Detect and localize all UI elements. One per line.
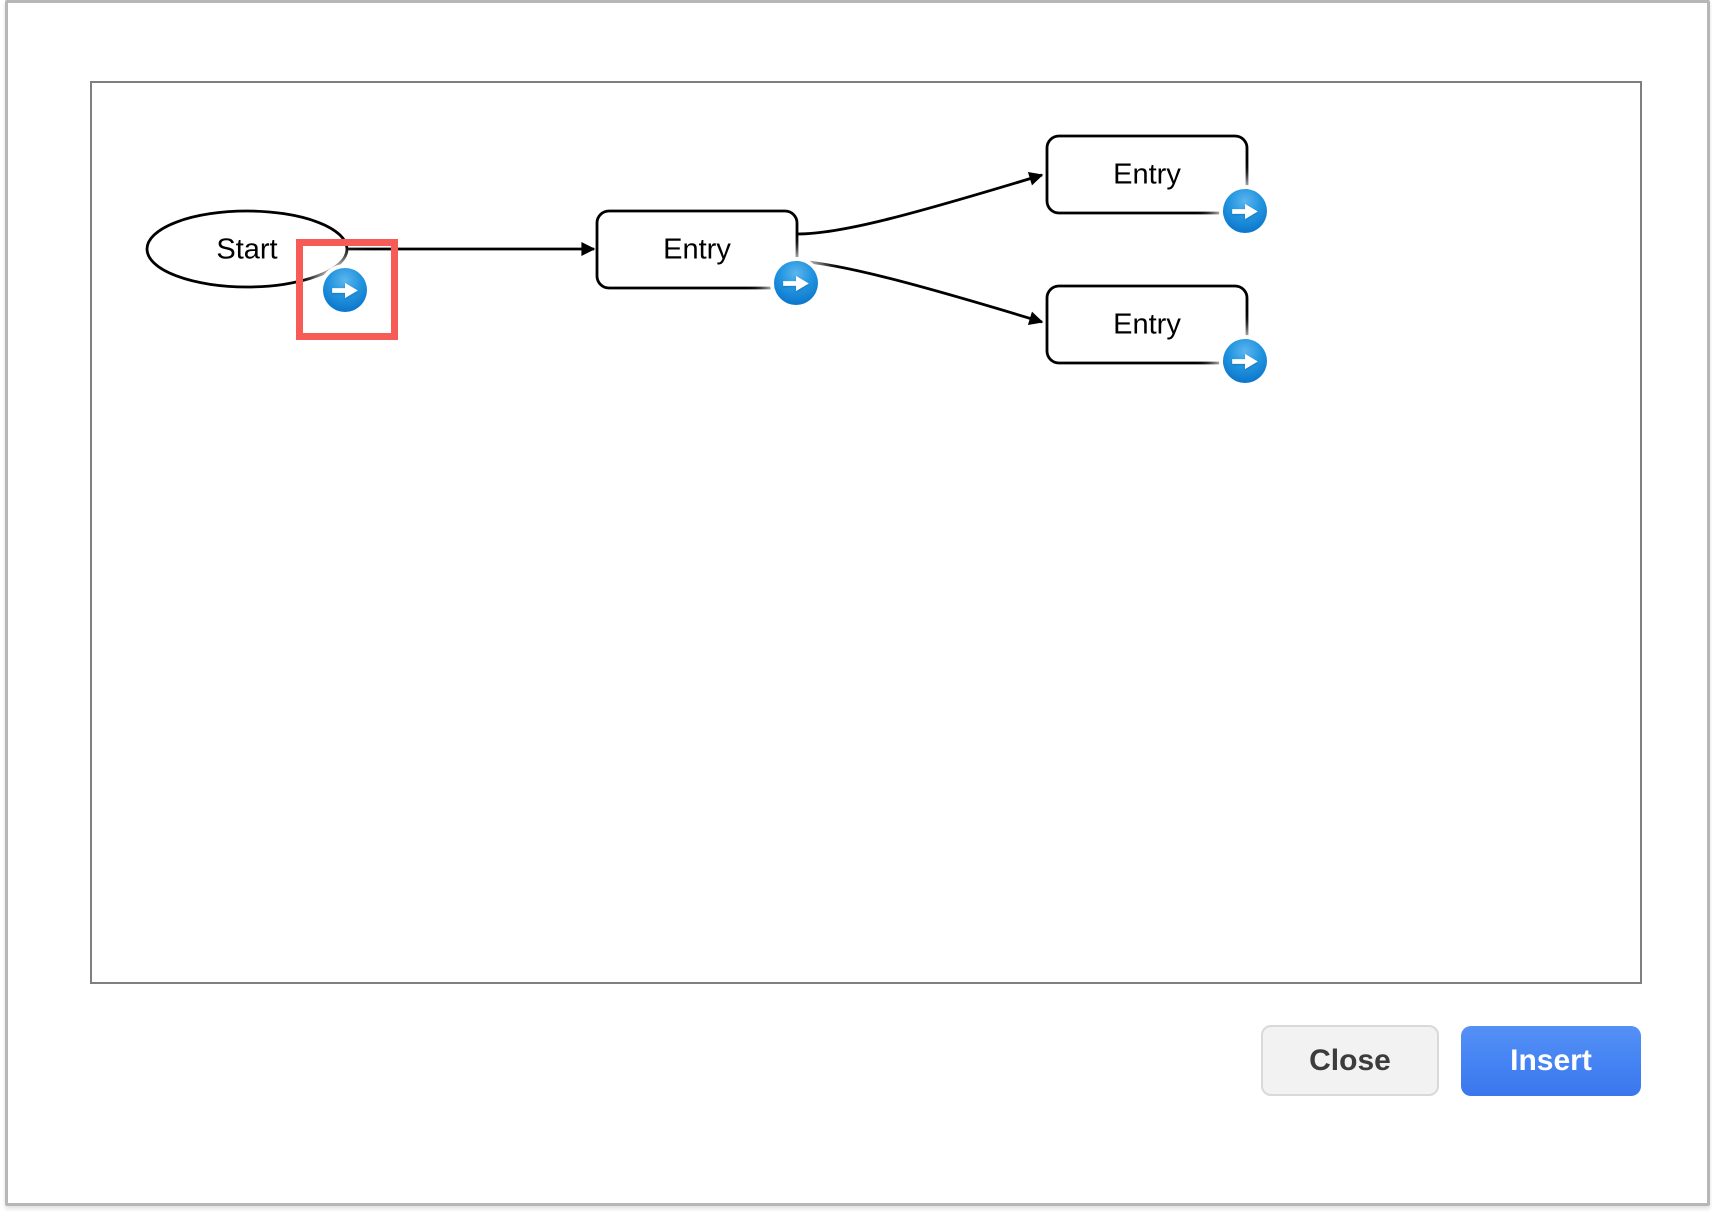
entry2-node-rect [1045,134,1249,215]
dialog-frame: Start Entry Entry Entry Close [5,0,1710,1206]
entry3-node-rect [1045,284,1249,365]
entry1-node-rect [595,209,799,290]
arrow-right-icon [1232,203,1258,219]
entry1-arrow-button[interactable] [774,261,818,305]
highlight-annotation-box [296,239,398,340]
arrow-right-icon [783,275,809,291]
entry2-node-label: Entry [1113,158,1181,191]
entry3-arrow-button[interactable] [1223,339,1267,383]
close-button[interactable]: Close [1261,1025,1439,1096]
entry3-node-label: Entry [1113,308,1181,341]
entry1-node-label: Entry [663,233,731,266]
entry2-arrow-button[interactable] [1223,189,1267,233]
arrow-right-icon [1232,353,1258,369]
edge-entry1-to-entry2 [796,171,1044,236]
diagram-svg [145,134,1249,365]
start-node-label: Start [216,233,278,266]
arrow-right-icon [332,282,358,298]
diagram-preview-canvas: Start Entry Entry Entry [90,81,1642,984]
edge-entry1-to-entry3 [797,259,1044,326]
insert-button[interactable]: Insert [1461,1026,1641,1096]
start-arrow-button[interactable] [323,268,367,312]
